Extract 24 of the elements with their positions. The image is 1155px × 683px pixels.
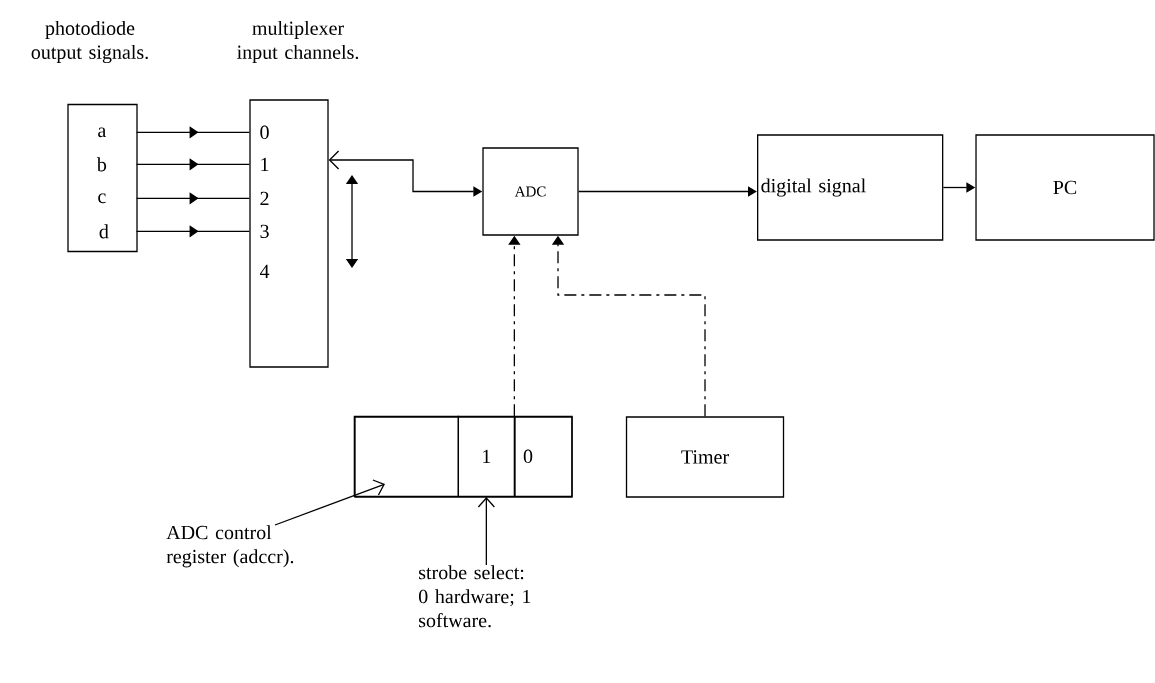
register-caption: ADC control register (adccr). [166,525,294,568]
channel-number: 2 [260,191,269,205]
register-cell: 1 [457,415,515,497]
heading-text: photodiode output signals. [31,20,148,64]
channel-letter: b [96,157,107,172]
process-box: digital signal [757,134,944,241]
heading-text: multiplexer input channels. [237,20,359,64]
leader-line [274,479,385,526]
timer-box: Timer [625,416,785,498]
channel-letter: a [98,127,106,138]
channel-number: 4 [259,264,270,278]
channel-number: 0 [260,125,269,140]
channel-number: 3 [260,224,269,239]
register-box [354,416,573,498]
channel-number: 1 [261,157,269,171]
register-cell: 0 [514,415,573,497]
pc-box: PC [975,134,1155,241]
leader-line [477,497,495,566]
register-cell [353,415,459,497]
arrow [578,186,757,197]
channel-letter: d [99,224,109,239]
strobe-caption: strobe select: 0 hardware; 1 software. [419,565,531,628]
channel-letter: c [98,193,106,204]
adc-box: ADC [482,147,579,236]
